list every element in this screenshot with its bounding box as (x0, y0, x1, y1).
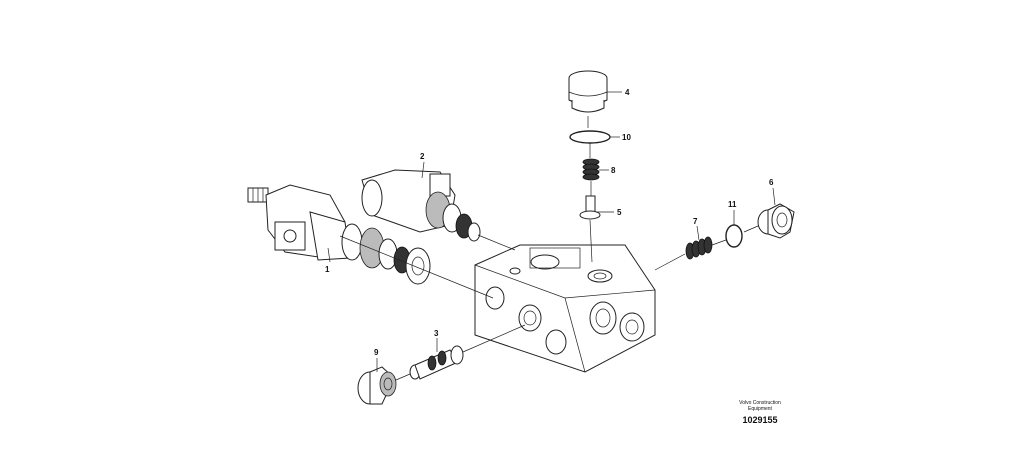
part-4-cap (568, 70, 608, 128)
part-2-solenoid-valve (361, 169, 516, 251)
callout-label: 2 (420, 152, 425, 161)
callout-8: 8 (599, 166, 616, 175)
part-5-poppet (579, 195, 601, 263)
callout-label: 4 (625, 88, 630, 97)
callout-label: 1 (325, 265, 330, 274)
callout-label: 11 (728, 200, 737, 209)
part-10-o-ring (569, 130, 611, 158)
callout-3: 3 (434, 329, 439, 352)
drawing-credit: Volvo Construction Equipment 1029155 (700, 400, 820, 425)
callout-7: 7 (693, 217, 700, 241)
callout-6: 6 (769, 178, 776, 206)
callout-label: 3 (434, 329, 439, 338)
callout-10: 10 (610, 133, 631, 142)
part-11-o-ring (711, 224, 743, 248)
callout-4: 4 (607, 88, 630, 97)
callout-5: 5 (596, 208, 622, 217)
callout-label: 9 (374, 348, 379, 357)
callout-label: 5 (617, 208, 622, 217)
valve-block (474, 244, 656, 373)
credit-org-line2: Equipment (748, 406, 772, 412)
callout-1: 1 (325, 247, 331, 274)
credit-org-line1: Volvo Construction (739, 400, 781, 406)
callout-label: 7 (693, 217, 698, 226)
callout-label: 10 (622, 133, 631, 142)
part-8-spring (582, 158, 600, 197)
part-9-plug (357, 366, 411, 405)
callout-label: 6 (769, 178, 774, 187)
part-7-spring (654, 236, 713, 271)
callout-2: 2 (420, 152, 425, 179)
callout-9: 9 (374, 348, 379, 372)
part-1-solenoid-valve (247, 184, 494, 299)
callout-11: 11 (728, 200, 737, 225)
callout-label: 8 (611, 166, 616, 175)
part-3-cartridge (409, 324, 526, 380)
part-6-plug (743, 203, 795, 239)
drawing-number: 1029155 (742, 415, 778, 425)
